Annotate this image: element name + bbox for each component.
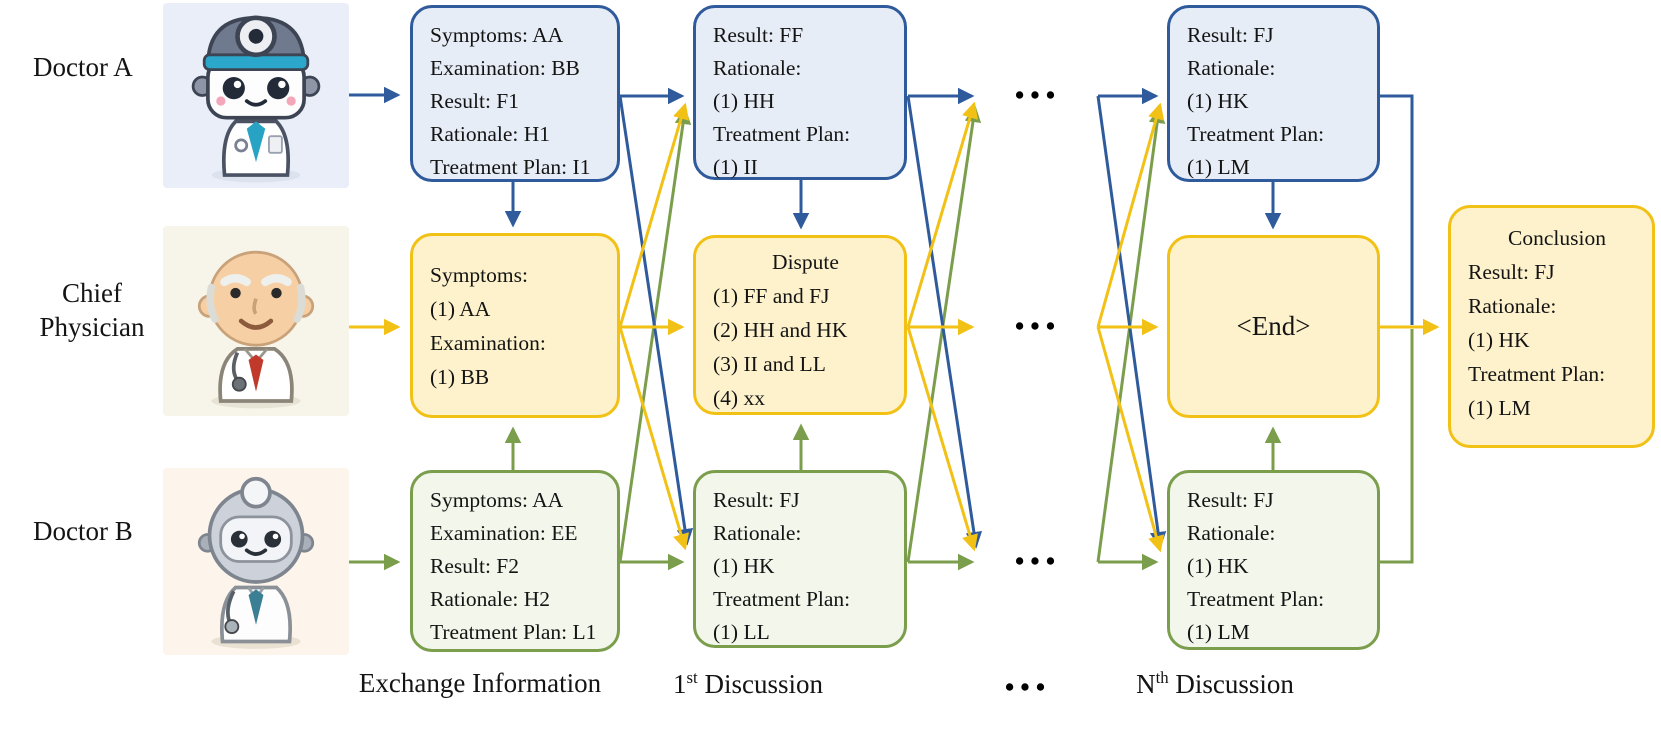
- box-line: Result: FJ: [1187, 23, 1274, 47]
- row-label-doctor-a: Doctor A: [33, 52, 133, 82]
- box-line: (1) HK: [1187, 554, 1249, 578]
- arrow-b2-to-ellipsis-upper: [906, 105, 982, 563]
- box-line: Result: F1: [430, 89, 520, 113]
- row-label-chief-physician: Chief Physician: [12, 276, 172, 344]
- box-line: Treatment Plan: I1: [430, 155, 591, 179]
- stage-label-ellipsis: •••: [1004, 672, 1052, 702]
- box-line: Treatment Plan:: [713, 122, 851, 146]
- end-label: <End>: [1236, 311, 1311, 341]
- doctor-a-exchange-box: Symptoms: AA Examination: BB Result: F1 …: [410, 5, 620, 182]
- arrow-c2-to-ellipsis-upper: [906, 101, 978, 328]
- dispute-box: Dispute (1) FF and FJ (2) HH and HK (3) …: [693, 235, 907, 415]
- doctor-a-avatar: [163, 3, 349, 188]
- chief-label-line2: Physician: [39, 312, 145, 342]
- box-line: Examination: BB: [430, 56, 580, 80]
- box-line: Examination: EE: [430, 521, 578, 545]
- stage-label-first-discussion: 1st Discussion: [673, 668, 823, 700]
- robot-doctor-gray-icon: [197, 476, 315, 649]
- nth-discussion-number: N: [1136, 669, 1156, 699]
- box-line: (1) LM: [1187, 155, 1250, 179]
- doctor-b-discussionN-box: Result: FJ Rationale: (1) HK Treatment P…: [1167, 470, 1380, 650]
- box-line: Rationale: H2: [430, 587, 551, 611]
- box-line: Treatment Plan: L1: [430, 620, 597, 644]
- row-label-doctor-b: Doctor B: [33, 516, 133, 546]
- box-line: (1) LM: [1468, 396, 1531, 420]
- stage-label-nth-discussion: Nth Discussion: [1136, 668, 1294, 700]
- ellipsis-row-chief: •••: [1014, 311, 1062, 341]
- arrow-a2-to-ellipsis-lower: [906, 95, 983, 549]
- box-line: (1) HH: [713, 89, 775, 113]
- first-discussion-text: Discussion: [697, 669, 823, 699]
- box-line: Result: FF: [713, 23, 804, 47]
- arrow-c1-to-b2: [618, 326, 689, 551]
- robot-doctor-blue-icon: [191, 15, 321, 183]
- box-line: (1) II: [713, 155, 758, 179]
- arrow-c1-to-a2: [618, 102, 689, 328]
- box-line: (2) HH and HK: [713, 318, 848, 342]
- arrow-ellipsis-to-a3-green: [1096, 106, 1166, 563]
- line-a3-to-conclusion-junction: [1380, 94, 1414, 325]
- conclusion-box: Conclusion Result: FJ Rationale: (1) HK …: [1448, 205, 1655, 448]
- arrow-a1-to-b2: [618, 95, 694, 546]
- box-line: Treatment Plan:: [713, 587, 851, 611]
- box-line: (1) LM: [1187, 620, 1250, 644]
- first-discussion-number: 1: [673, 669, 687, 699]
- box-line: Symptoms:: [430, 263, 528, 287]
- chief-physician-avatar: [163, 226, 349, 416]
- box-line: (1) HK: [1468, 328, 1530, 352]
- doctor-b-exchange-box: Symptoms: AA Examination: EE Result: F2 …: [410, 470, 620, 652]
- box-line: (1) BB: [430, 365, 490, 389]
- box-line: Rationale: H1: [430, 122, 551, 146]
- box-line: Result: F2: [430, 554, 520, 578]
- box-line: (1) LL: [713, 620, 770, 644]
- elderly-physician-icon: [197, 250, 315, 409]
- box-line: Treatment Plan:: [1187, 122, 1325, 146]
- arrow-c2-to-ellipsis-lower: [906, 326, 978, 552]
- box-line: Rationale:: [713, 521, 802, 545]
- nth-discussion-ordinal: th: [1155, 668, 1169, 687]
- box-line: Result: FJ: [1468, 260, 1555, 284]
- first-discussion-ordinal: st: [686, 668, 698, 687]
- arrow-ellipsis-to-b3-yellow: [1096, 326, 1165, 553]
- box-line: Treatment Plan:: [1468, 362, 1606, 386]
- chief-exchange-box: Symptoms: (1) AA Examination: (1) BB: [410, 233, 620, 418]
- box-line: (1) HK: [713, 554, 775, 578]
- box-line: Result: FJ: [713, 488, 800, 512]
- doctor-b-discussion1-box: Result: FJ Rationale: (1) HK Treatment P…: [693, 470, 907, 648]
- stage-label-exchange-information: Exchange Information: [358, 668, 602, 698]
- box-line: (3) II and LL: [713, 352, 826, 376]
- box-line: Examination:: [430, 331, 546, 355]
- arrow-ellipsis-to-b3-blue: [1096, 95, 1167, 549]
- box-line: (1) HK: [1187, 89, 1249, 113]
- doctor-a-discussion1-box: Result: FF Rationale: (1) HH Treatment P…: [693, 5, 907, 180]
- box-line: (1) FF and FJ: [713, 284, 830, 308]
- nth-discussion-text: Discussion: [1168, 669, 1294, 699]
- chief-label-line1: Chief: [62, 278, 122, 308]
- ellipsis-row-doctor-b: •••: [1014, 546, 1062, 576]
- box-line: Rationale:: [1468, 294, 1557, 318]
- box-line: Rationale:: [1187, 56, 1276, 80]
- dispute-title: Dispute: [772, 250, 839, 274]
- box-line: Treatment Plan:: [1187, 587, 1325, 611]
- box-line: Symptoms: AA: [430, 23, 564, 47]
- line-b3-to-conclusion-junction: [1380, 329, 1414, 564]
- box-line: (4) xx: [713, 386, 765, 410]
- box-line: Rationale:: [713, 56, 802, 80]
- box-line: Result: FJ: [1187, 488, 1274, 512]
- ellipsis-row-doctor-a: •••: [1014, 80, 1062, 110]
- doctor-a-discussionN-box: Result: FJ Rationale: (1) HK Treatment P…: [1167, 5, 1380, 182]
- arrow-ellipsis-to-a3-yellow: [1096, 102, 1165, 328]
- arrow-b1-to-a2: [618, 107, 692, 563]
- end-box: <End>: [1167, 235, 1380, 418]
- box-line: (1) AA: [430, 297, 491, 321]
- conclusion-title: Conclusion: [1508, 226, 1606, 250]
- doctor-b-avatar: [163, 468, 349, 655]
- box-line: Rationale:: [1187, 521, 1276, 545]
- box-line: Symptoms: AA: [430, 488, 564, 512]
